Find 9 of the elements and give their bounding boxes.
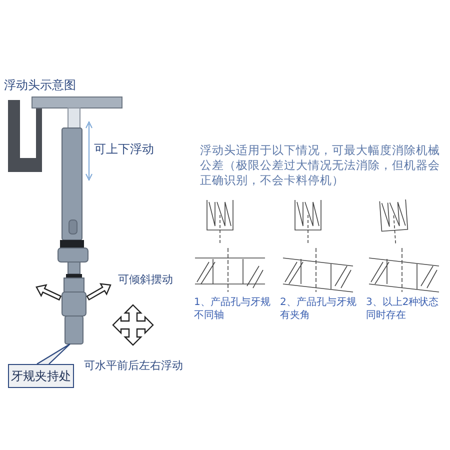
figure-caption: 2、产品孔与牙规有夹角 xyxy=(280,296,358,322)
diagram-title: 浮动头示意图 xyxy=(4,78,77,94)
motion-label: 可水平前后左右浮动 xyxy=(84,359,184,374)
motion-label: 可倾斜摆动 xyxy=(118,273,174,288)
motion-label: 可上下浮动 xyxy=(94,142,155,158)
figure-caption: 1、产品孔与牙规不同轴 xyxy=(194,296,272,322)
description-paragraph: 浮动头适用于以下情况，可最大幅度消除机械公差（极限公差过大情况无法消除，但机器会正确识别，不会卡料停机） xyxy=(200,143,440,188)
leader-line xyxy=(36,343,71,365)
figure-caption: 3、以上2种状态同时存在 xyxy=(366,296,440,322)
